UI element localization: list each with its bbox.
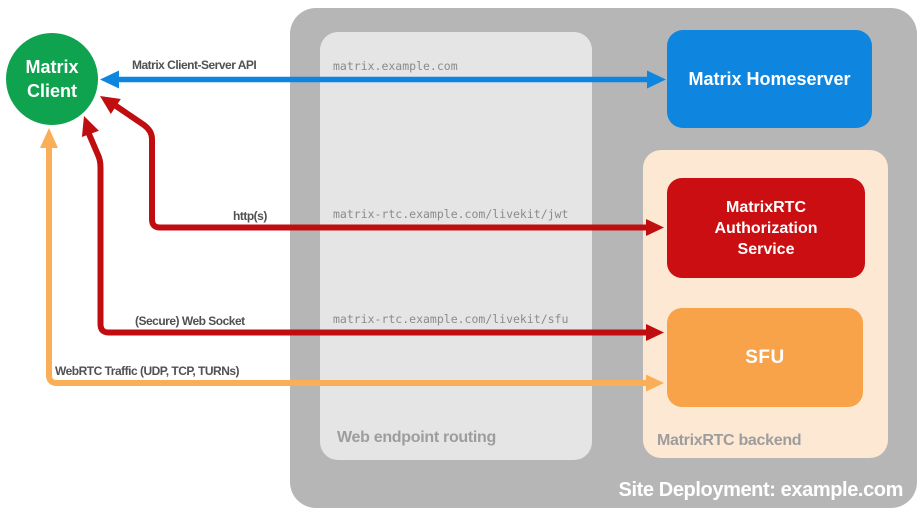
web-socket-label: (Secure) Web Socket: [135, 314, 245, 328]
sfu-label: SFU: [745, 346, 785, 368]
client-server-api-label: Matrix Client-Server API: [132, 58, 257, 72]
matrix-homeserver-node: Matrix Homeserver: [667, 30, 872, 128]
site-deployment-container: matrix.example.com matrix-rtc.example.co…: [290, 8, 917, 508]
matrix-homeserver-label: Matrix Homeserver: [688, 68, 851, 89]
https-label: http(s): [233, 209, 267, 223]
webrtc-traffic-label: WebRTC Traffic (UDP, TCP, TURNs): [55, 364, 240, 378]
sfu-node: SFU: [667, 308, 863, 407]
matrix-client-label: Matrix Client: [25, 57, 79, 101]
web-endpoint-routing-panel: matrix.example.com matrix-rtc.example.co…: [320, 32, 592, 460]
matrixrtc-authorization-service-label: MatrixRTC Authorization Service: [714, 198, 818, 258]
matrix-client-node: Matrix Client: [6, 33, 98, 125]
matrixrtc-authorization-service-node: MatrixRTC Authorization Service: [667, 178, 865, 278]
endpoint-livekit-jwt: matrix-rtc.example.com/livekit/jwt: [333, 207, 569, 221]
site-deployment-label: Site Deployment: example.com: [618, 479, 904, 501]
endpoint-livekit-sfu: matrix-rtc.example.com/livekit/sfu: [333, 312, 569, 326]
matrixrtc-backend-container: MatrixRTC Authorization Service SFU Matr…: [643, 150, 888, 458]
web-endpoint-routing-label: Web endpoint routing: [337, 429, 497, 446]
endpoint-matrix-example-com: matrix.example.com: [333, 59, 458, 73]
matrixrtc-backend-label: MatrixRTC backend: [657, 432, 802, 449]
